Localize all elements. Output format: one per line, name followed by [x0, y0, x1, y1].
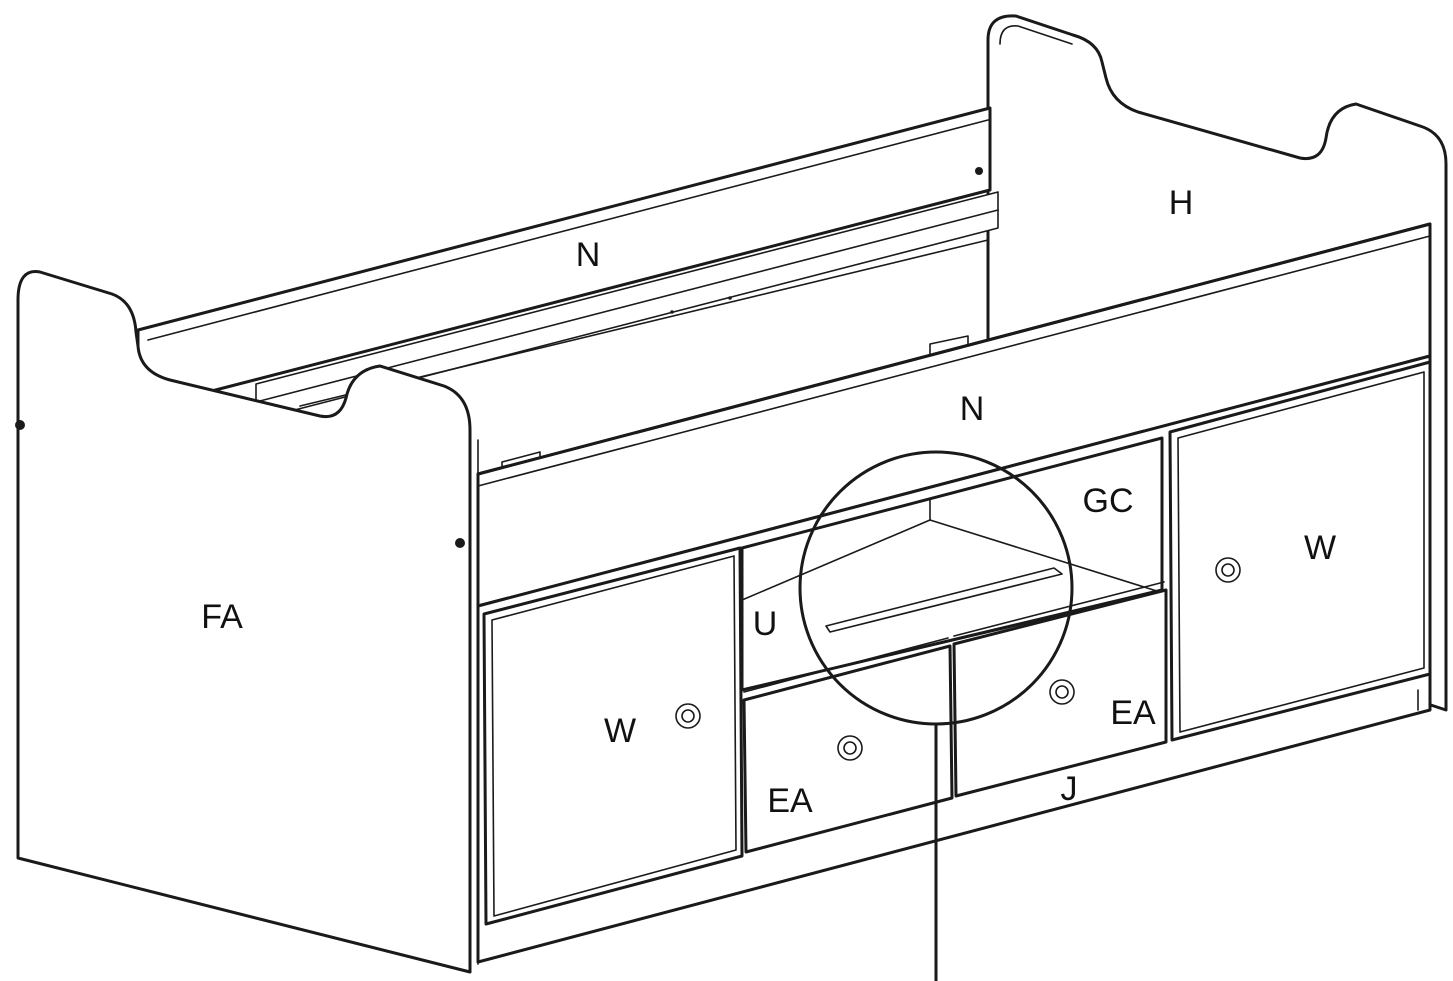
label-n-front-rail: N [960, 390, 985, 428]
drawer-right-ea [952, 581, 1168, 798]
label-u-shelf: U [753, 605, 778, 643]
label-ea-left-drawer: EA [767, 782, 813, 820]
door-left-w [482, 546, 744, 926]
label-ea-right-drawer: EA [1110, 694, 1156, 732]
detail-callout [798, 450, 1074, 981]
label-n-back-rail: N [576, 236, 601, 274]
label-w-right-door: W [1304, 529, 1336, 567]
door-right-w [1168, 360, 1432, 742]
label-w-left-door: W [604, 712, 636, 750]
label-fa-footboard: FA [201, 598, 243, 636]
drawer-left-ea [742, 637, 954, 854]
label-h-headboard: H [1169, 184, 1194, 222]
label-j-plinth: J [1061, 770, 1078, 808]
label-gc: GC [1083, 482, 1134, 520]
